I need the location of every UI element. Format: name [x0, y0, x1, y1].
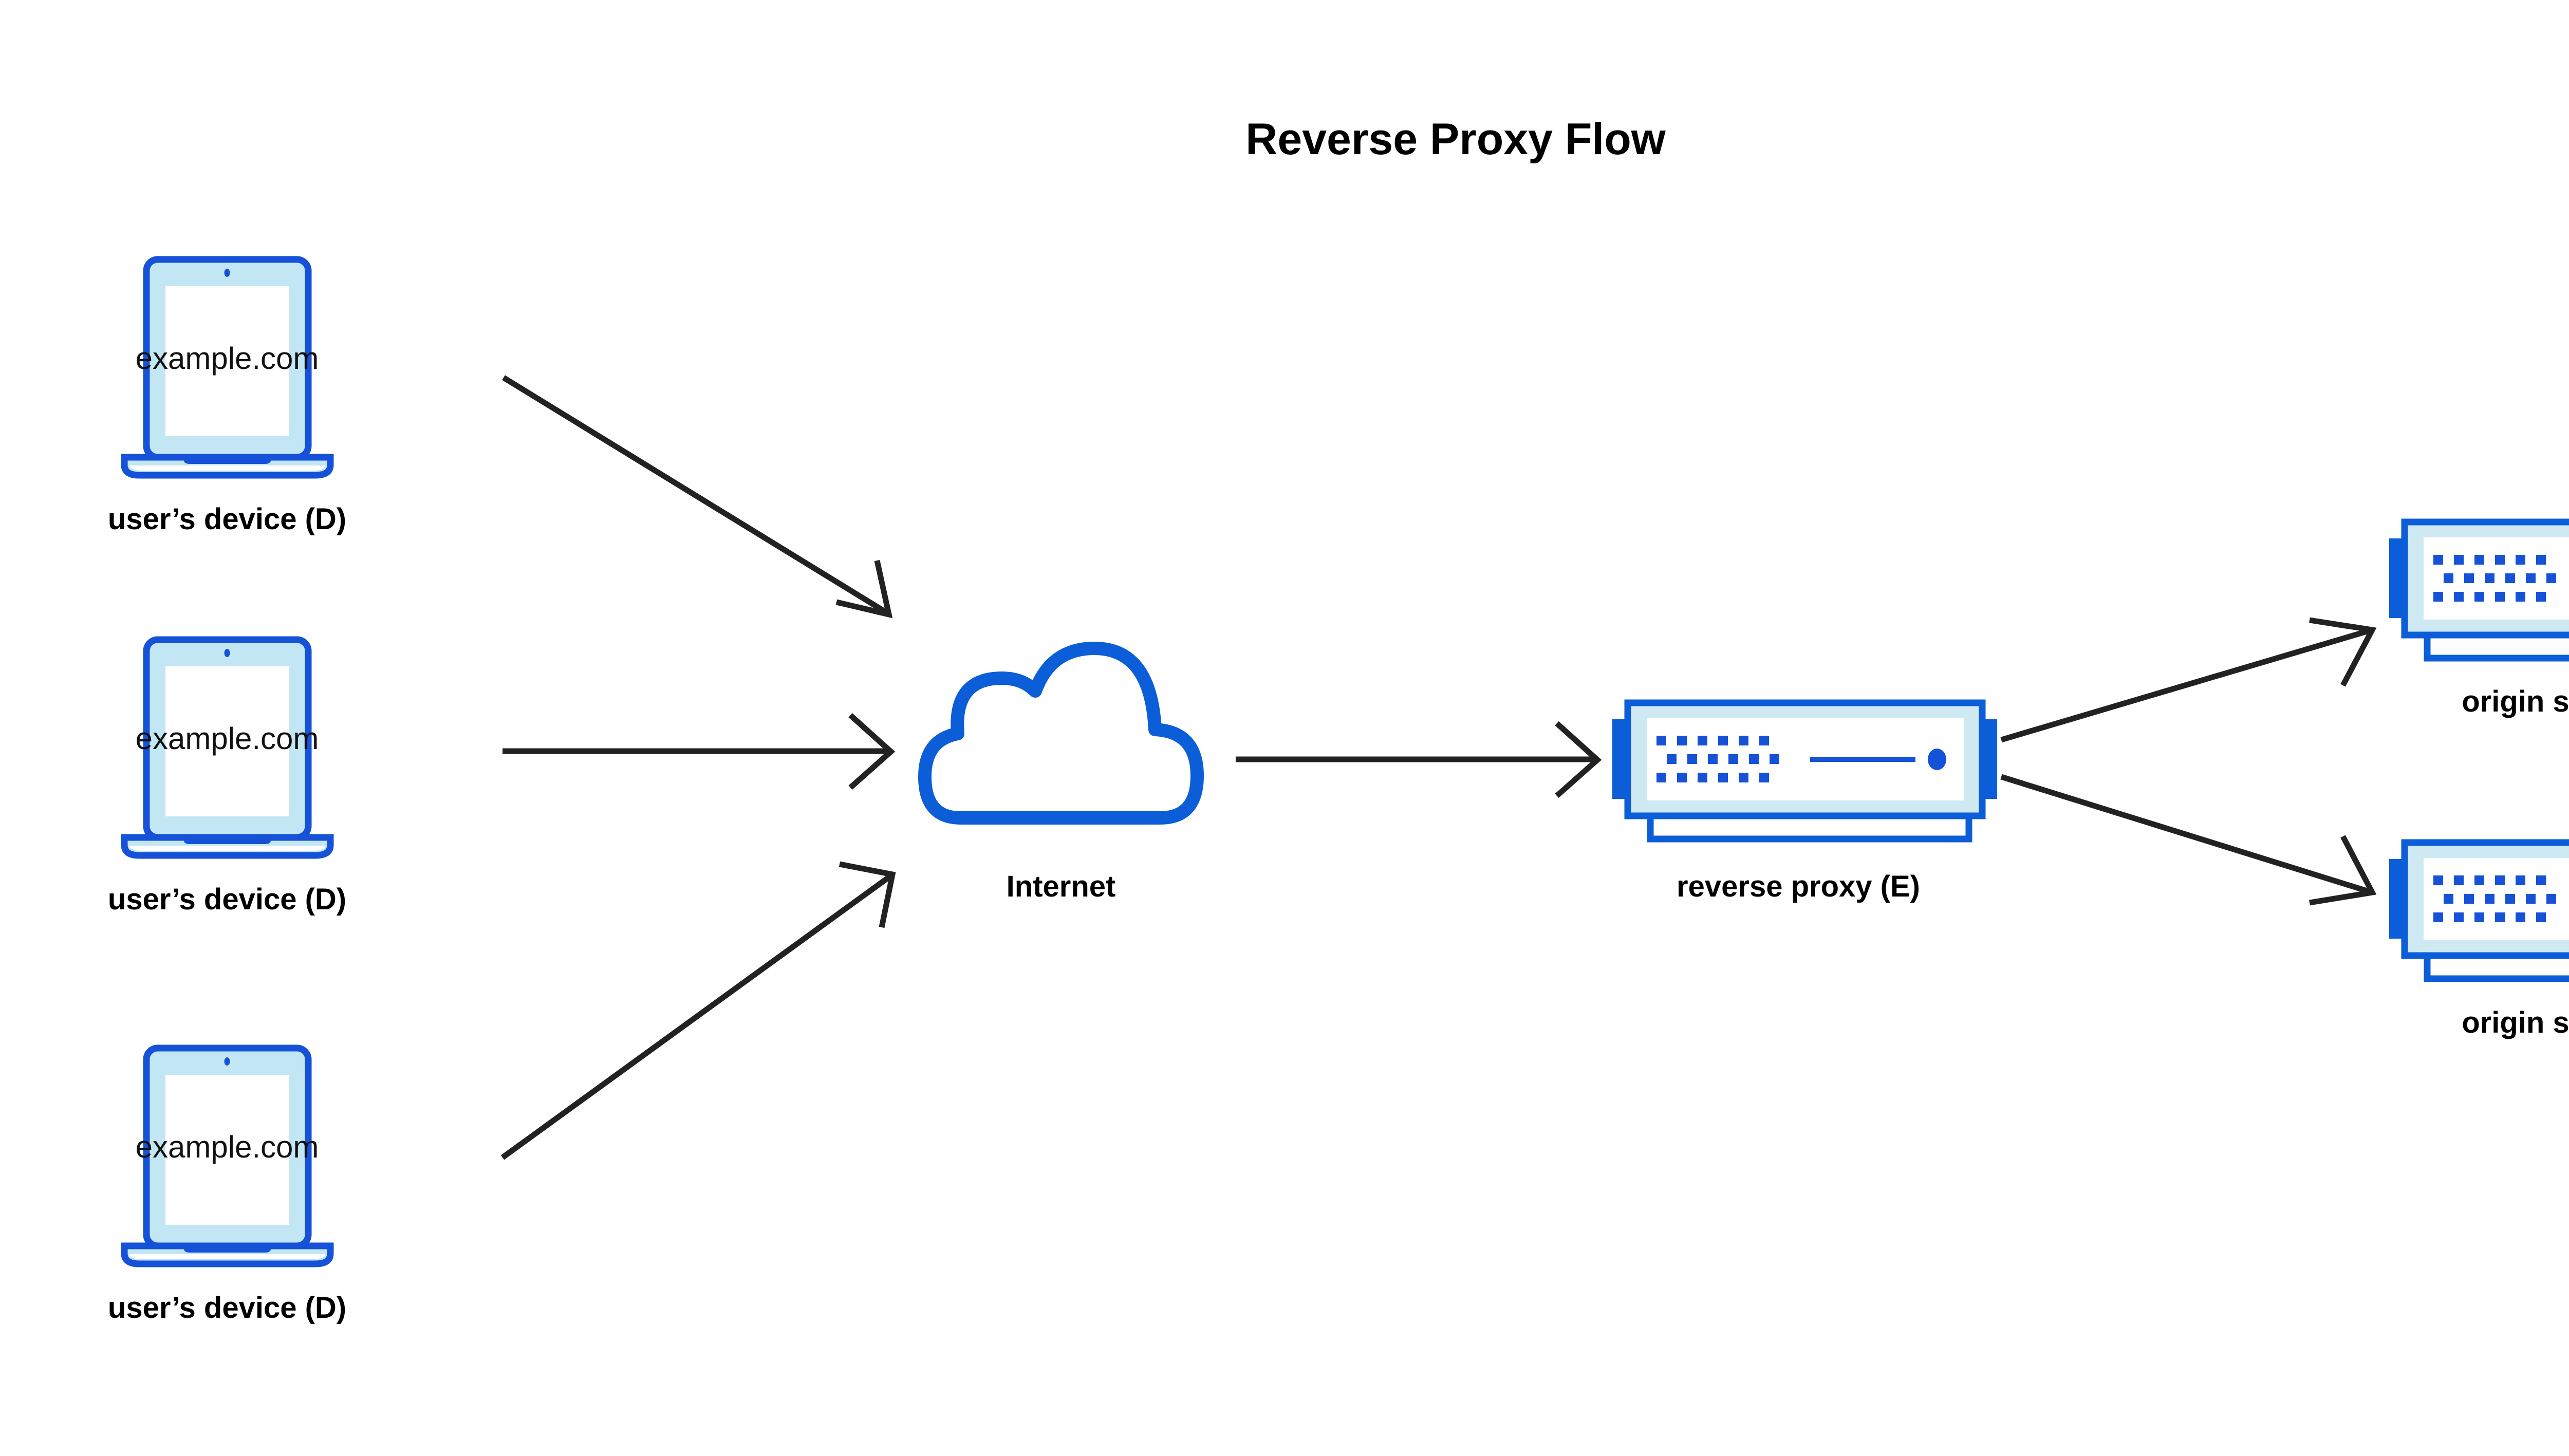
arrow-head-icon: [2309, 617, 2377, 687]
reverse-proxy[interactable]: reverse proxy (E): [1612, 699, 1997, 903]
laptop-base-highlight: [129, 846, 325, 851]
laptop-camera-icon: [224, 269, 230, 277]
edge-client-top-to-internet: [502, 375, 893, 619]
laptop-notch: [184, 457, 271, 464]
flow-line: [500, 874, 892, 1160]
edge-client-bottom-to-internet: [500, 861, 896, 1160]
client-label: user’s device (D): [108, 502, 346, 536]
internet[interactable]: Internet: [918, 642, 1204, 903]
origin-top[interactable]: origin server (F): [2389, 518, 2569, 718]
laptop-icon: [121, 256, 334, 479]
server-icon: [2389, 518, 2569, 662]
origin-label: origin server (F): [2462, 685, 2569, 718]
page-title: Reverse Proxy Flow: [1245, 115, 1666, 164]
client-screen-text: example.com: [136, 341, 319, 376]
client-bottom[interactable]: example.com user’s device (D): [108, 1044, 346, 1324]
server-icon: [2389, 839, 2569, 982]
server-vent-grid-icon: [1656, 736, 1779, 782]
client-top[interactable]: example.com user’s device (D): [108, 256, 346, 536]
client-label: user’s device (D): [108, 1291, 346, 1324]
server-status-line-icon: [1810, 757, 1915, 762]
server-icon: [1612, 699, 1997, 843]
laptop-base-highlight: [129, 465, 325, 471]
server-shelf: [2424, 952, 2569, 982]
edge-client-middle-to-internet: [502, 713, 896, 790]
flow-line: [502, 375, 888, 615]
flow-line: [2000, 628, 2370, 743]
arrow-head-icon: [1555, 721, 1602, 798]
client-screen-text: example.com: [136, 721, 319, 756]
server-status-led-icon: [1928, 749, 1946, 770]
laptop-base-highlight: [129, 1254, 325, 1259]
laptop-camera-icon: [224, 649, 230, 657]
edge-proxy-to-origin-top: [2000, 617, 2377, 743]
laptop-screen: [165, 286, 289, 436]
arrow-head-icon: [2309, 835, 2377, 906]
client-screen-text: example.com: [136, 1130, 319, 1164]
server-vent-grid-icon: [2433, 875, 2556, 922]
laptop-icon: [121, 1044, 334, 1267]
cloud-icon: [918, 642, 1204, 825]
origin-label: origin server (F): [2462, 1006, 2569, 1039]
arrow-head-icon: [835, 559, 893, 619]
edge-internet-to-proxy: [1236, 721, 1602, 798]
laptop-camera-icon: [224, 1057, 230, 1066]
server-shelf: [2424, 631, 2569, 662]
flow-line: [2000, 774, 2370, 894]
arrow-head-icon: [839, 861, 896, 928]
arrow-head-icon: [848, 713, 896, 790]
internet-label: Internet: [1007, 870, 1116, 903]
laptop-notch: [184, 1246, 271, 1253]
edge-proxy-to-origin-bottom: [2000, 774, 2377, 906]
laptop-screen: [165, 1075, 289, 1225]
laptop-icon: [121, 636, 334, 859]
laptop-screen: [165, 666, 289, 816]
client-middle[interactable]: example.com user’s device (D): [108, 636, 346, 916]
server-shelf: [1647, 812, 1972, 843]
proxy-label: reverse proxy (E): [1677, 870, 1920, 903]
server-vent-grid-icon: [2433, 555, 2556, 602]
origin-bottom[interactable]: origin server (F): [2389, 839, 2569, 1039]
laptop-notch: [184, 837, 271, 844]
client-label: user’s device (D): [108, 883, 346, 916]
